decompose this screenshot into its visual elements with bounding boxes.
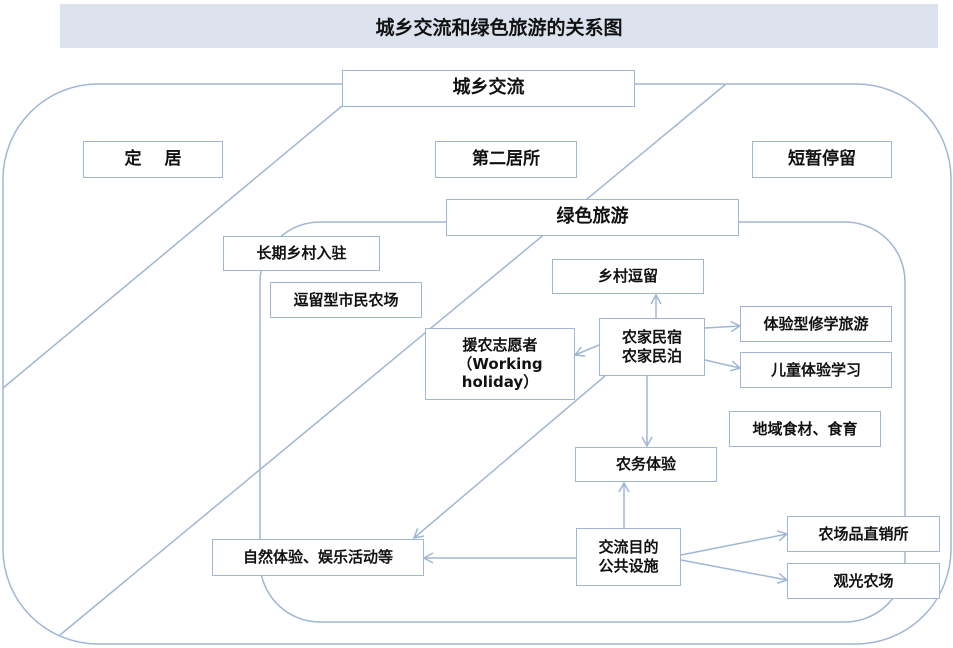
node-volunteer: 援农志愿者 （Working holiday） [425,328,575,400]
label-farm-inn-1: 农家民宿 [621,328,682,347]
label-urban-rural: 城乡交流 [452,77,525,99]
arrow-to-nature-experience-from-inn [412,375,606,539]
node-farm-experience: 农务体验 [575,447,717,482]
label-nature-experience: 自然体验、娱乐活动等 [242,548,393,567]
node-farm-inn: 农家民宿 农家民泊 [599,318,705,376]
label-rural-stay: 乡村逗留 [597,267,658,286]
label-farm-inn-2: 农家民泊 [621,347,682,365]
label-short-stay: 短暂停留 [788,148,856,169]
divider-right [59,83,727,636]
arrow-to-child-learning [704,359,742,372]
label-volunteer-2: （Working [457,354,543,373]
node-rural-stay: 乡村逗留 [552,259,704,294]
label-study-tour: 体验型修学旅游 [763,314,869,333]
node-direct-sales: 农场品直销所 [787,516,940,552]
label-volunteer-1: 援农志愿者 [462,335,538,354]
label-second-home: 第二居所 [472,148,540,169]
arrow-to-volunteer [573,344,600,357]
node-public-facility: 交流目的 公共设施 [576,528,681,586]
node-local-food: 地域食材、食育 [729,411,881,447]
divider-left [2,105,343,389]
label-farm-experience: 农务体验 [615,455,676,474]
node-long-term: 长期乡村入驻 [223,236,380,271]
node-settle: 定 居 [83,141,223,178]
node-child-learning: 儿童体验学习 [740,352,892,388]
node-study-tour: 体验型修学旅游 [740,306,892,342]
node-stay-farm: 逗留型市民农场 [270,282,422,318]
node-nature-experience: 自然体验、娱乐活动等 [212,539,424,576]
arrow-fac-to-direct-sales [680,530,789,556]
node-short-stay: 短暂停留 [752,141,892,178]
title-bar: 城乡交流和绿色旅游的关系图 [60,4,938,48]
label-stay-farm: 逗留型市民农场 [293,290,399,309]
node-urban-rural: 城乡交流 [342,70,635,107]
label-settle: 定 居 [124,148,182,169]
node-green-tourism: 绿色旅游 [446,199,739,236]
arrow-fac-to-tourist-farm [680,559,789,584]
label-tourist-farm: 观光农场 [833,571,894,590]
node-tourist-farm: 观光农场 [787,563,940,599]
label-child-learning: 儿童体验学习 [770,360,861,379]
label-long-term: 长期乡村入驻 [256,244,347,263]
label-green-tourism: 绿色旅游 [556,206,629,228]
node-second-home: 第二居所 [435,141,577,178]
label-public-facility-2: 公共设施 [598,557,659,575]
label-local-food: 地域食材、食育 [752,419,858,438]
diagram-title: 城乡交流和绿色旅游的关系图 [375,16,623,39]
arrow-to-study-tour [704,320,742,333]
label-direct-sales: 农场品直销所 [818,524,909,543]
label-volunteer-3: holiday） [461,373,539,392]
label-public-facility-1: 交流目的 [598,538,659,557]
